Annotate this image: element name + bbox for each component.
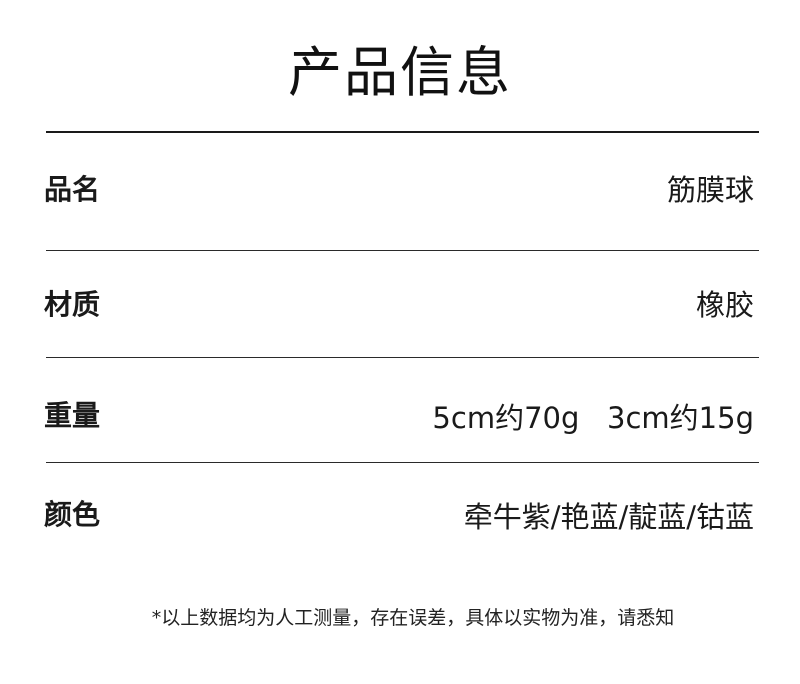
header-divider <box>46 131 759 133</box>
row-label-material: 材质 <box>44 288 101 321</box>
row-value-weight: 5cm约70g 3cm约15g <box>432 401 754 435</box>
row-divider <box>46 250 759 251</box>
row-label-color: 颜色 <box>44 498 101 531</box>
row-label-name: 品名 <box>44 173 101 206</box>
page-title: 产品信息 <box>288 41 512 104</box>
row-divider <box>46 357 759 358</box>
row-value-color: 牵牛紫/艳蓝/靛蓝/钴蓝 <box>463 500 754 534</box>
row-value-name: 筋膜球 <box>666 173 754 207</box>
disclaimer-note: *以上数据均为人工测量，存在误差，具体以实物为准，请悉知 <box>151 607 675 629</box>
row-label-weight: 重量 <box>44 399 101 432</box>
row-value-material: 橡胶 <box>695 288 754 322</box>
row-divider <box>46 462 759 463</box>
